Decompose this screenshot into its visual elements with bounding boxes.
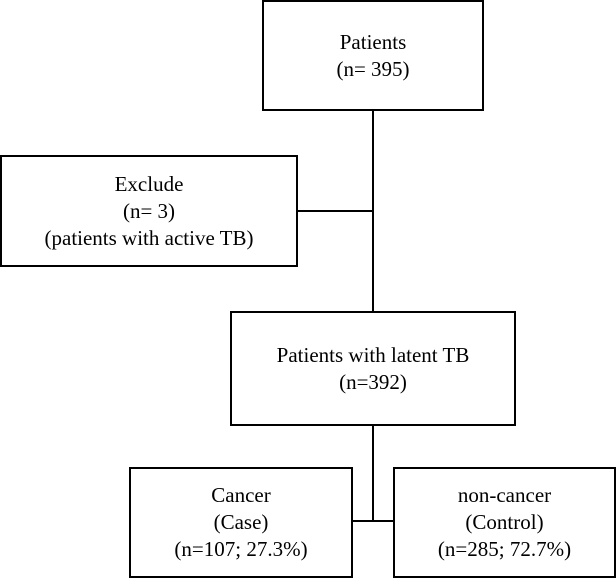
exclude-box: Exclude (n= 3) (patients with active TB) <box>0 155 298 267</box>
noncancer-control-box: non-cancer (Control) (n=285; 72.7%) <box>393 467 616 578</box>
latent-tb-box: Patients with latent TB (n=392) <box>230 311 516 426</box>
exclude-count: (n= 3) <box>122 198 176 223</box>
cancer-label: Cancer <box>211 483 271 507</box>
cancer-case-box: Cancer (Case) (n=107; 27.3%) <box>129 467 353 578</box>
cancer-group: (Case) <box>213 510 269 534</box>
cancer-count: (n=107; 27.3%) <box>174 537 308 561</box>
latent-tb-label: Patients with latent TB <box>276 342 470 367</box>
patients-box: Patients (n= 395) <box>262 0 484 111</box>
noncancer-group: (Control) <box>465 510 544 534</box>
noncancer-label: non-cancer <box>457 483 552 507</box>
patients-label: Patients <box>339 29 407 54</box>
exclude-label: Exclude <box>114 171 184 196</box>
patients-count: (n= 395) <box>336 56 410 81</box>
latent-tb-count: (n=392) <box>339 369 407 394</box>
noncancer-count: (n=285; 72.7%) <box>437 537 572 561</box>
exclude-reason: (patients with active TB) <box>44 225 254 250</box>
